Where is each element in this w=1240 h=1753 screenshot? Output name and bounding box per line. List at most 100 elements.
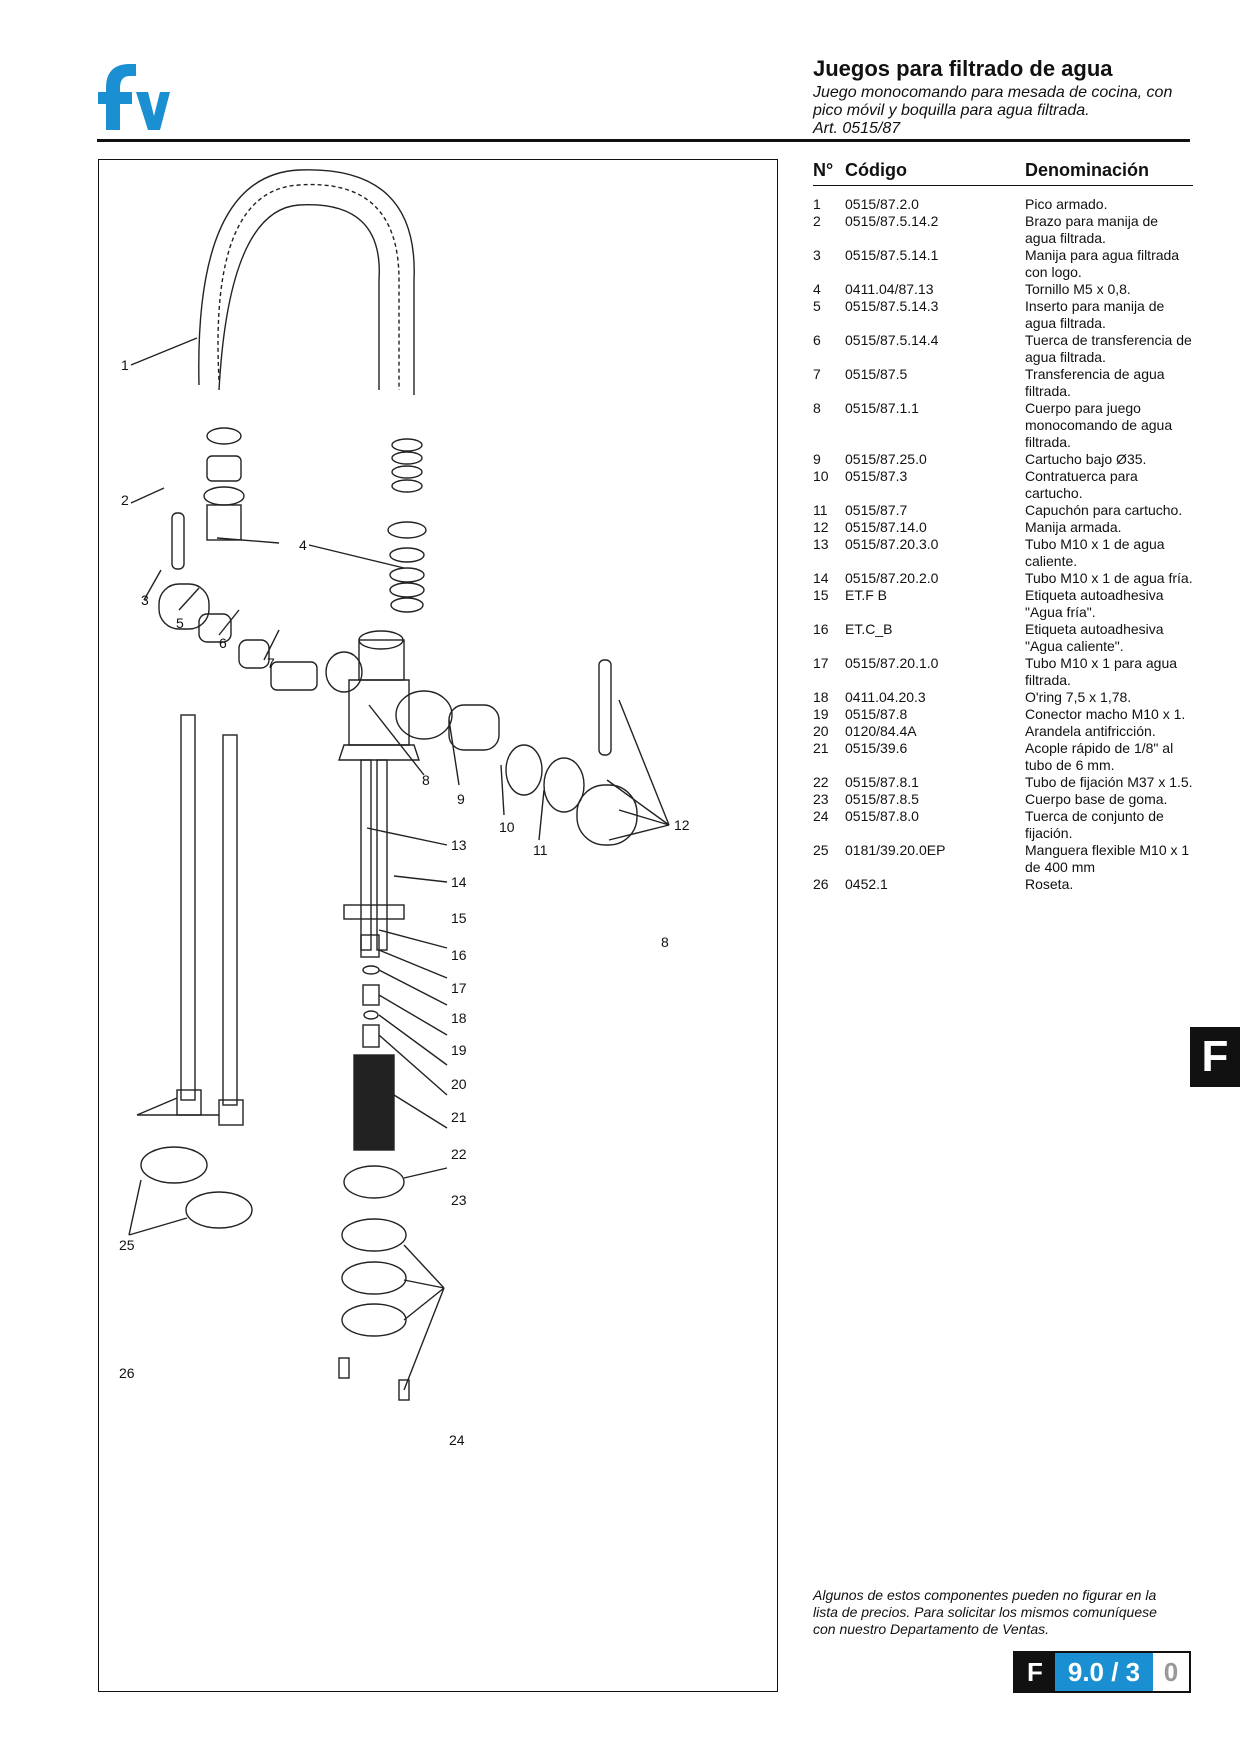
part-number: 5 [813,298,821,314]
part-code: 0515/87.3 [845,468,908,484]
part-number: 4 [813,281,821,297]
callout-6: 6 [219,635,227,651]
part-number: 1 [813,196,821,212]
fv-logo [98,64,170,130]
callout-18: 18 [451,1010,467,1026]
part-name: Cuerpo base de goma. [1025,791,1168,807]
part-number: 22 [813,774,829,790]
callout-14: 14 [451,874,467,890]
part-number: 14 [813,570,829,586]
part-name: Contratuerca para cartucho. [1025,468,1138,501]
callout-4: 4 [299,537,307,553]
part-number: 20 [813,723,829,739]
callout-24: 24 [449,1432,465,1448]
part-number: 2 [813,213,821,229]
callout-13: 13 [451,837,467,853]
part-name: Brazo para manija de agua filtrada. [1025,213,1159,246]
title-block: Juegos para filtrado de agua Juego monoc… [813,56,1193,138]
callout-26: 26 [119,1365,135,1381]
part-code: 0515/87.5.14.3 [845,298,939,314]
callout-12: 12 [674,817,690,833]
part-name: Pico armado. [1025,196,1108,212]
table-row: 10 0515/87.3 Contratuerca para cartucho. [813,468,1193,502]
callout-9: 9 [457,791,465,807]
table-row: 6 0515/87.5.14.4 Tuerca de transferencia d… [813,332,1193,366]
exploded-diagram: 1 2 3 4 5 6 7 8 9 10 11 12 13 14 15 16 1… [98,159,778,1692]
part-code: 0515/87.5 [845,366,908,382]
part-name: Capuchón para cartucho. [1025,502,1183,518]
footnote-line-1: Algunos de estos componentes pueden no f… [813,1587,1157,1603]
callout-3: 3 [141,592,149,608]
part-name: Tubo M10 x 1 de agua fría. [1025,570,1193,586]
part-number: 6 [813,332,821,348]
part-number: 11 [813,502,828,518]
col-number-header: N° [813,160,845,186]
callout-15: 15 [451,910,467,926]
page-subtitle-1: Juego monocomando para mesada de cocina,… [813,84,1173,101]
callout-8: 8 [422,772,430,788]
callout-7: 7 [267,655,275,671]
callout-22: 22 [451,1146,467,1162]
part-name: Manija para agua filtrada con logo. [1025,247,1180,280]
part-code: 0515/87.8.5 [845,791,919,807]
part-number: 8 [813,400,821,416]
part-name: Arandela antifricción. [1025,723,1156,739]
part-code: 0515/87.20.2.0 [845,570,939,586]
callout-25: 25 [119,1237,135,1253]
part-number: 13 [813,536,829,552]
spout-pipe-outer [198,169,415,395]
part-name: Tubo M10 x 1 de agua caliente. [1025,536,1165,569]
table-row: 16 ET.C_B Etiqueta autoadhesiva "Agua cali… [813,621,1193,655]
callout-17: 17 [451,980,467,996]
part-number: 16 [813,621,829,637]
part-number: 24 [813,808,829,824]
part-number: 17 [813,655,829,671]
part-code: 0120/84.4A [845,723,917,739]
callout-1: 1 [121,357,129,373]
part-name: Tubo M10 x 1 para agua filtrada. [1025,655,1178,688]
part-number: 21 [813,740,829,756]
part-code: 0515/87.5.14.4 [845,332,939,348]
part-code: 0515/87.25.0 [845,451,927,467]
part-code: ET.C_B [845,621,893,637]
part-code: 0515/87.8 [845,706,908,722]
part-code: 0515/87.2.0 [845,196,919,212]
spout-outline [217,183,400,390]
diagram-drawing: 1 2 3 4 5 6 7 8 9 10 11 12 13 14 15 16 1… [119,169,690,1448]
table-row: 14 0515/87.20.2.0 Tubo M10 x 1 de agua frí… [813,570,1193,587]
footnote: Algunos de estos componentes pueden no f… [813,1587,1193,1638]
callout-8-screw: 8 [661,934,669,950]
part-name: Cuerpo para juego monocomando de agua fi… [1025,400,1173,450]
part-number: 12 [813,519,829,535]
callout-10: 10 [499,819,515,835]
part-name: Acople rápido de 1/8" al tubo de 6 mm. [1025,740,1174,773]
header-rule [97,139,1190,142]
part-number: 26 [813,876,829,892]
part-number: 19 [813,706,829,722]
part-name: Roseta. [1025,876,1074,892]
page-section: F [1015,1653,1055,1691]
callout-5: 5 [176,615,184,631]
part-code: 0452.1 [845,876,888,892]
part-name: Tuerca de conjunto de fijación. [1025,808,1164,841]
callout-23: 23 [451,1192,467,1208]
part-number: 10 [813,468,829,484]
part-number: 3 [813,247,821,263]
part-number: 25 [813,842,829,858]
part-code: 0181/39.20.0EP [845,842,946,858]
part-code: 0515/87.5.14.2 [845,213,939,229]
part-code: 0515/39.6 [845,740,908,756]
part-name: Etiqueta autoadhesiva "Agua caliente". [1025,621,1164,654]
parts-table-body: 1 0515/87.2.0 Pico armado. 2 0515/87.5.14.2 B… [813,186,1193,894]
part-name: Tuerca de transferencia de agua filtrada… [1025,332,1192,365]
page-revision: 0 [1153,1653,1189,1691]
part-number: 18 [813,689,829,705]
